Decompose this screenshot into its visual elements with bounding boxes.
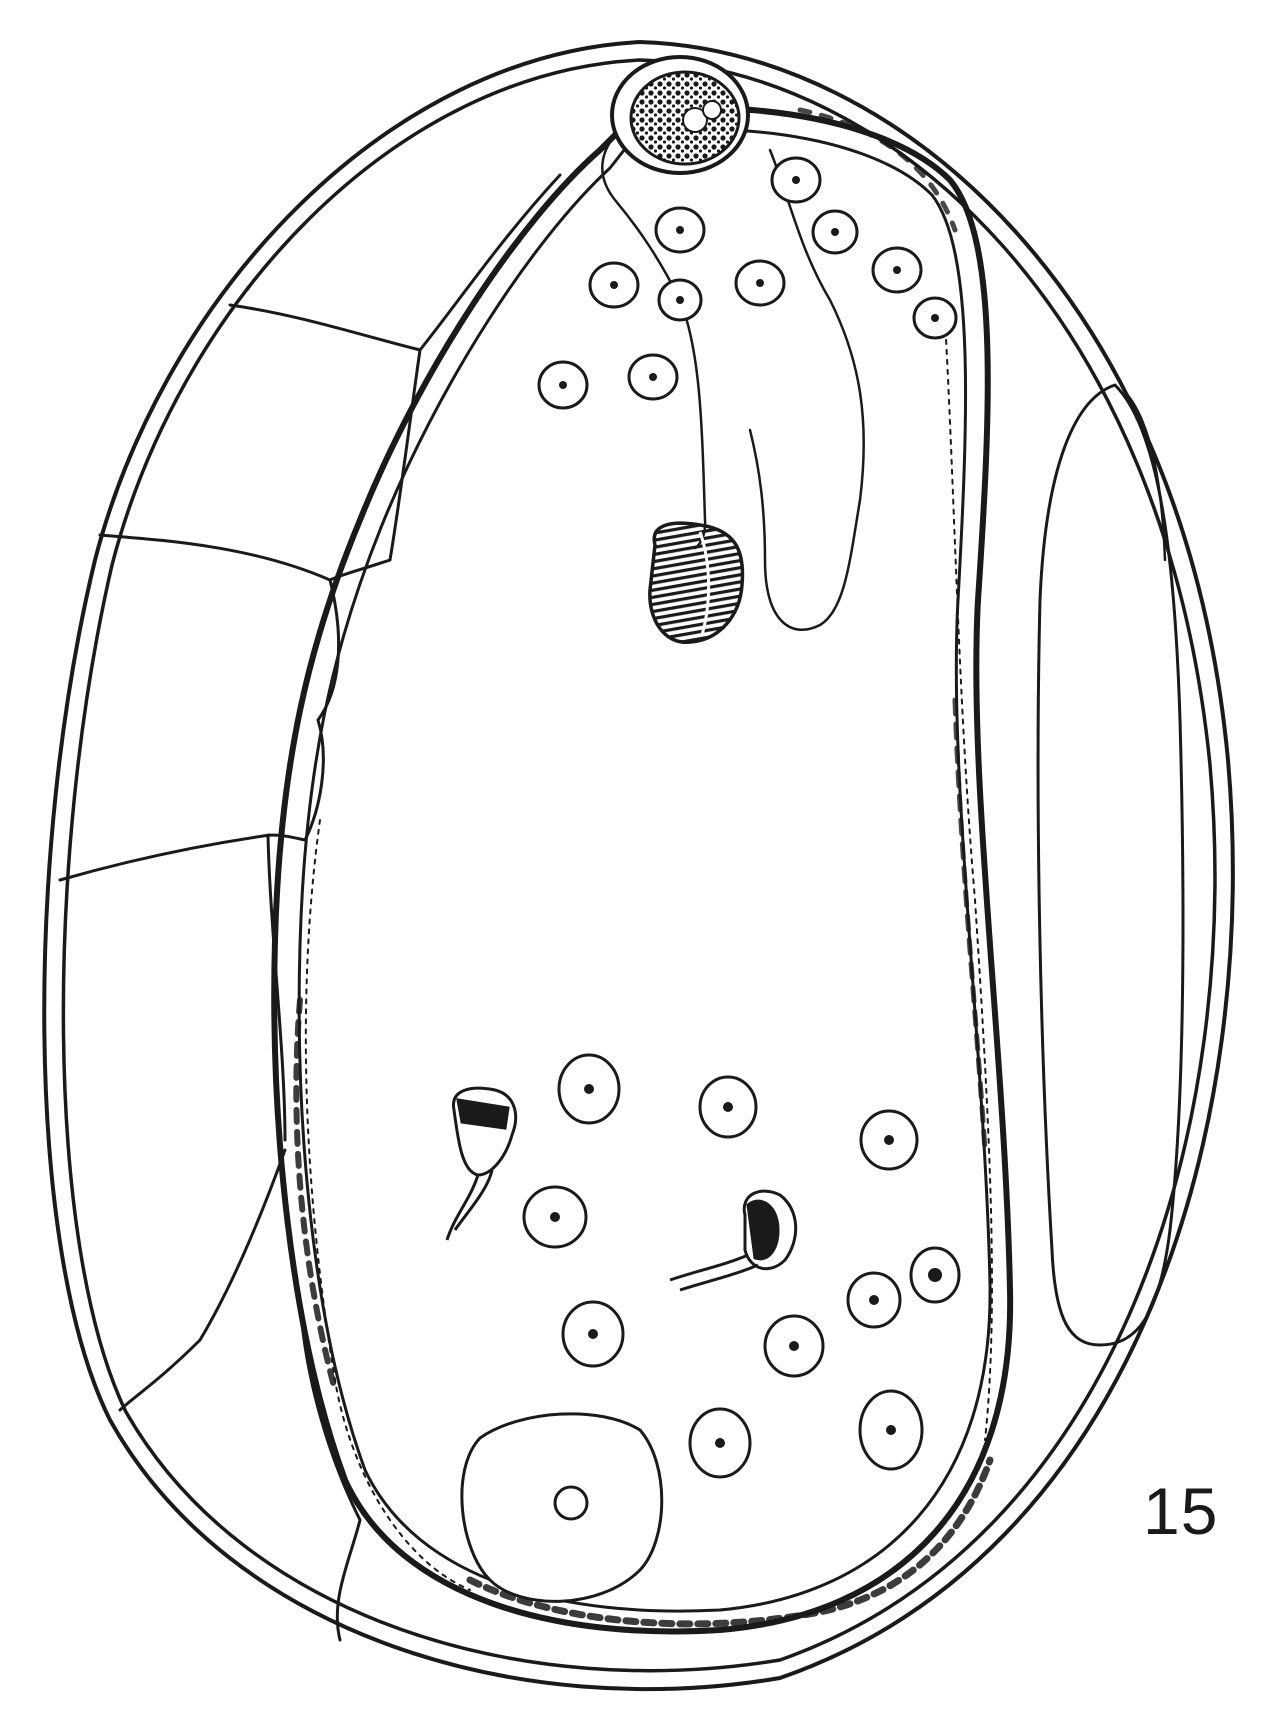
tailed-body-left bbox=[447, 1088, 516, 1240]
embryo-sac-wall-inner bbox=[299, 130, 990, 1611]
tailed-body-right bbox=[670, 1191, 796, 1290]
figure-number-label: 15 bbox=[1143, 1478, 1218, 1544]
integument-cell-walls bbox=[60, 175, 560, 1640]
nucleated-cells bbox=[462, 158, 959, 1601]
micropylar-granular-mass bbox=[612, 57, 748, 173]
synergid-outline-left bbox=[602, 130, 705, 548]
egg-nucleus-striated bbox=[650, 523, 743, 642]
large-basal-cell-nucleus bbox=[555, 1487, 587, 1519]
